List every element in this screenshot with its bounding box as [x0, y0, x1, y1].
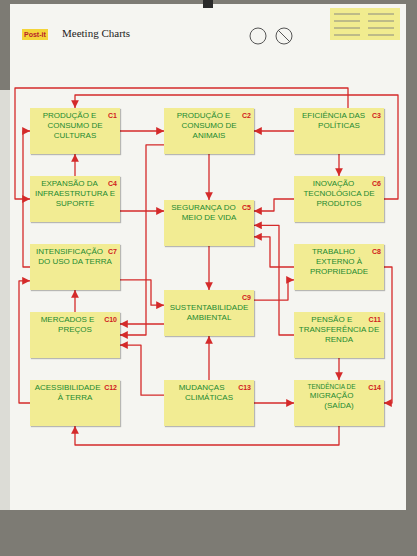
node-text: TRABALHO EXTERNO À PROPRIEDADE: [297, 247, 381, 277]
brand-logo: Post-it: [22, 29, 48, 40]
connector-arrow: [75, 426, 339, 445]
node-code: C9: [242, 293, 251, 303]
sticky-note: C1PRODUÇÃO E CONSUMO DE CULTURAS: [30, 108, 120, 154]
connector-arrow: [19, 281, 30, 403]
hanger-clip: [203, 0, 213, 8]
node-text: SUSTENTABILIDADE AMBIENTAL: [167, 293, 251, 323]
sticky-note: C13MUDANÇAS CLIMÁTICAS: [164, 380, 254, 426]
node-code: C12: [104, 383, 117, 393]
connector-arrow: [120, 323, 164, 324]
sticky-note: C3EFICIÊNCIA DAS POLÍTICAS: [294, 108, 384, 154]
connector-arrow: [254, 280, 294, 300]
connector-arrow: [254, 237, 294, 267]
connector-arrow: [254, 199, 294, 211]
node-code: C13: [238, 383, 251, 393]
node-text: PRODUÇÃO E CONSUMO DE ANIMAIS: [167, 111, 251, 141]
node-text: PRODUÇÃO E CONSUMO DE CULTURAS: [33, 111, 117, 141]
sticky-note: C14TENDÊNCIA DEMIGRAÇÃO (SAÍDA): [294, 380, 384, 426]
sticky-note: C8TRABALHO EXTERNO À PROPRIEDADE: [294, 244, 384, 290]
connector-arrow: [208, 154, 209, 200]
connector-arrow: [254, 130, 294, 131]
node-text: MUDANÇAS CLIMÁTICAS: [167, 383, 251, 403]
header-icon: [250, 28, 266, 44]
connector-arrow: [338, 358, 339, 380]
node-code: C7: [108, 247, 117, 257]
connector-arrow: [120, 210, 164, 211]
node-text: ACESSIBILIDADE À TERRA: [33, 383, 117, 403]
node-text: TENDÊNCIA DE: [297, 383, 381, 391]
node-text: SEGURANÇA DO MEIO DE VIDA: [167, 203, 251, 223]
node-code: C5: [242, 203, 251, 213]
connector-arrow: [120, 280, 164, 305]
node-text: MERCADOS E PREÇOS: [33, 315, 117, 335]
node-text: EXPANSÃO DA INFRAESTRUTURA E SUPORTE: [33, 179, 117, 209]
connector-arrow: [74, 154, 75, 176]
node-code: C8: [372, 247, 381, 257]
sticky-note: C12ACESSIBILIDADE À TERRA: [30, 380, 120, 426]
chart-heading: Meeting Charts: [62, 27, 130, 40]
node-code: C6: [372, 179, 381, 189]
node-code: C1: [108, 111, 117, 121]
sticky-note: C7INTENSIFICAÇÃO DO USO DA TERRA: [30, 244, 120, 290]
sticky-note: C10MERCADOS E PREÇOS: [30, 312, 120, 358]
sticky-note: C11PENSÃO E TRANSFERÊNCIA DE RENDA: [294, 312, 384, 358]
node-code: C10: [104, 315, 117, 325]
connector-arrow: [254, 402, 294, 403]
node-code: C11: [369, 315, 381, 325]
connector-arrow: [74, 290, 75, 312]
sticky-note: C2PRODUÇÃO E CONSUMO DE ANIMAIS: [164, 108, 254, 154]
connector-arrow: [384, 267, 392, 403]
node-text: MIGRAÇÃO (SAÍDA): [297, 391, 381, 411]
node-code: C3: [372, 111, 381, 121]
connector-arrow: [208, 336, 209, 380]
node-text: INTENSIFICAÇÃO DO USO DA TERRA: [33, 247, 117, 267]
sticky-note: C6INOVAÇÃO TECNOLÓGICA DE PRODUTOS: [294, 176, 384, 222]
connector-arrow: [120, 145, 164, 335]
paper-sheet: [10, 4, 406, 510]
header-icon: [278, 30, 290, 42]
sticky-note: C5SEGURANÇA DO MEIO DE VIDA: [164, 200, 254, 246]
node-code: C4: [108, 179, 117, 189]
connector-arrow: [254, 225, 294, 335]
node-text: PENSÃO E TRANSFERÊNCIA DE RENDA: [297, 315, 381, 345]
sticky-note: C9SUSTENTABILIDADE AMBIENTAL: [164, 290, 254, 336]
connector-arrow: [208, 246, 209, 290]
node-code: C14: [368, 383, 381, 393]
node-text: INOVAÇÃO TECNOLÓGICA DE PRODUTOS: [297, 179, 381, 209]
connector-arrow: [120, 345, 164, 395]
node-code: C2: [242, 111, 251, 121]
connector-arrow: [338, 154, 339, 176]
corner-note: [330, 8, 400, 40]
note-scribble: [334, 14, 394, 35]
sticky-note: C4EXPANSÃO DA INFRAESTRUTURA E SUPORTE: [30, 176, 120, 222]
connector-arrow: [120, 130, 164, 131]
node-text: EFICIÊNCIA DAS POLÍTICAS: [297, 111, 381, 131]
header-icon: [276, 28, 292, 44]
